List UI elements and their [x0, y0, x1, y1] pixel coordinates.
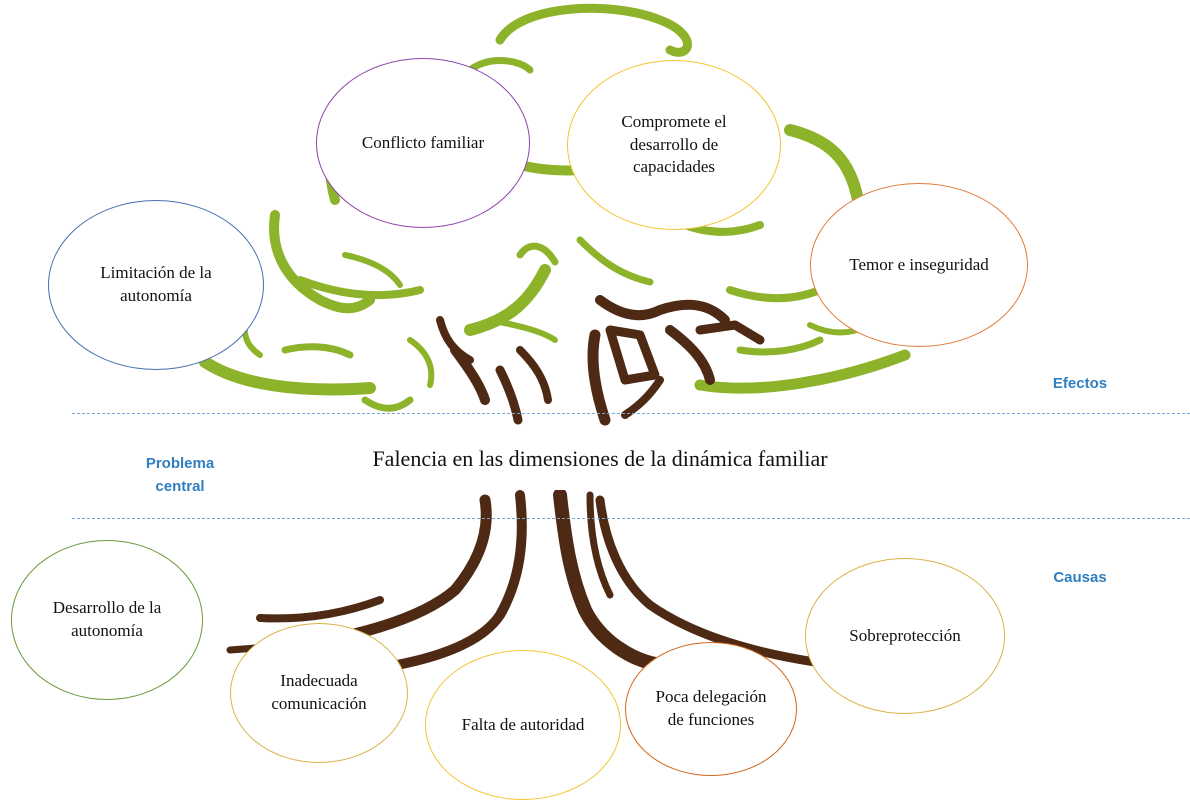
effects-label: Efectos [1052, 375, 1108, 392]
cause-label: Falta de autoridad [461, 714, 585, 734]
effect-ellipse-conflicto-familiar: Conflicto familiar [316, 58, 530, 228]
trunk [226, 295, 820, 673]
causes-divider [72, 518, 1190, 519]
central-problem-label: Problema central [145, 455, 215, 496]
effect-ellipse-limitacion-autonomia: Limitación de la autonomía [48, 200, 264, 370]
effects-divider [72, 413, 1190, 414]
cause-ellipse-falta-autoridad: Falta de autoridad [425, 650, 621, 800]
cause-label: Poca delegación de funciones [655, 687, 767, 729]
effect-label: Compromete el desarrollo de capacidades [621, 111, 727, 177]
cause-label: Sobreprotección [849, 625, 961, 645]
effect-ellipse-temor-inseguridad: Temor e inseguridad [810, 183, 1028, 347]
effect-label: Limitación de la autonomía [100, 263, 212, 305]
effect-label: Temor e inseguridad [849, 254, 989, 274]
cause-label: Inadecuada comunicación [271, 671, 367, 713]
cause-ellipse-inadecuada-comunicacion: Inadecuada comunicación [230, 623, 408, 763]
central-problem-band [290, 432, 910, 490]
effect-label: Conflicto familiar [361, 132, 485, 152]
cause-ellipse-sobreproteccion: Sobreprotección [805, 558, 1005, 714]
cause-label: Desarrollo de la autonomía [52, 598, 162, 640]
effect-ellipse-compromete-desarrollo: Compromete el desarrollo de capacidades [567, 60, 781, 230]
causes-label: Causas [1053, 569, 1107, 586]
cause-ellipse-poca-delegacion: Poca delegación de funciones [625, 642, 797, 776]
foliage [199, 3, 911, 412]
central-problem-text: Falencia en las dimensiones de la dinámi… [372, 446, 828, 471]
cause-ellipse-desarrollo-autonomia: Desarrollo de la autonomía [11, 540, 203, 700]
